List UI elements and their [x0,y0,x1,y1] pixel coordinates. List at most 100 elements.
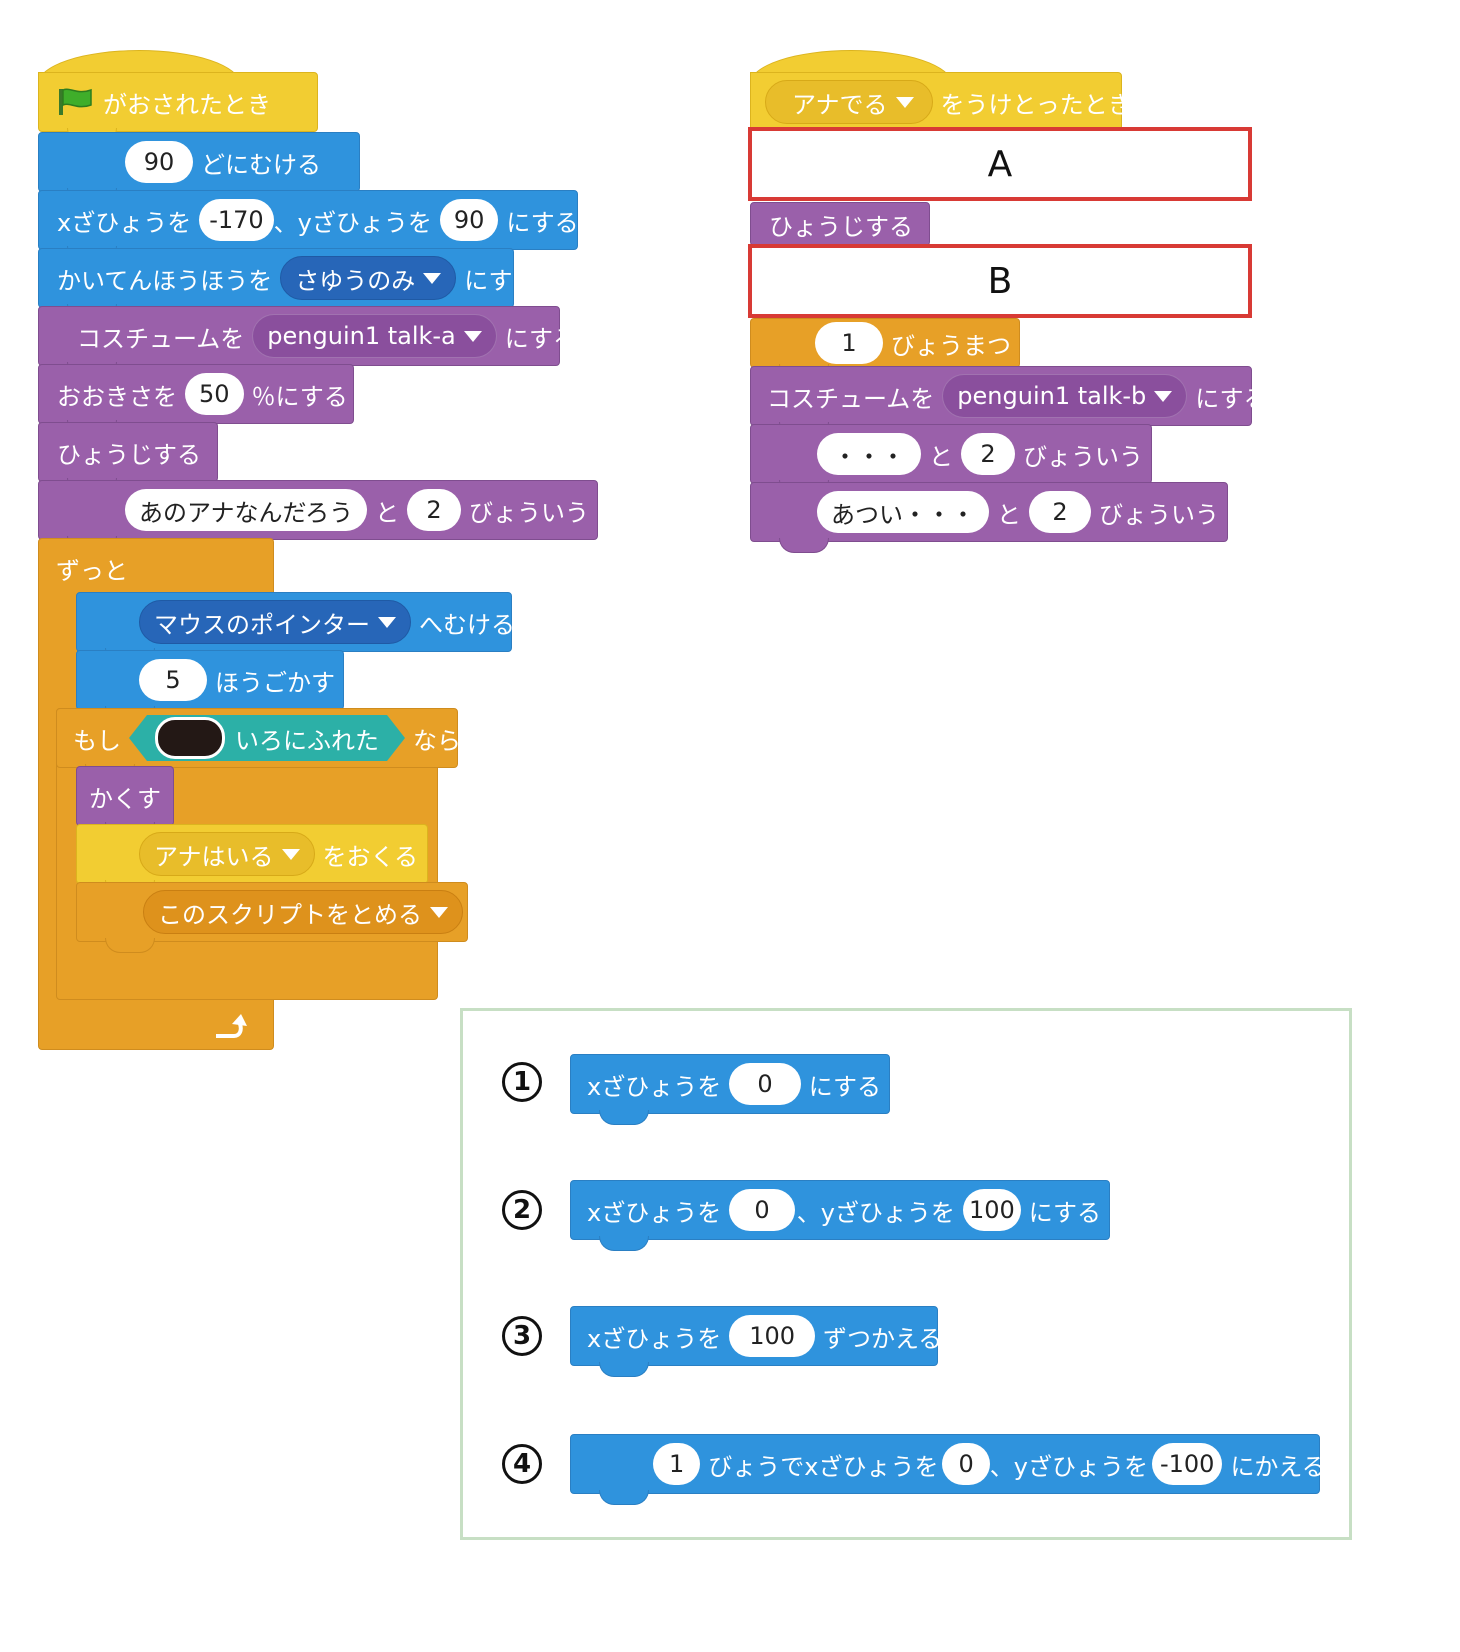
choice-4-input-2[interactable]: -100 [1151,1443,1223,1485]
forever-label: ずっと [56,556,128,585]
show-block-right[interactable]: ひょうじする [750,202,930,246]
say-text-input[interactable]: あのアナなんだろう [125,489,368,531]
choice-1-text-1: にする [808,1072,881,1101]
say1-text-input[interactable]: ・・・ [817,433,921,475]
broadcast-block[interactable]: アナはいる をおくる [76,824,428,895]
touching-color-label: いろにふれた [235,726,379,755]
costume-right-option: penguin1 talk-b [957,382,1147,410]
broadcast-option: アナはいる [154,842,274,871]
go-to-xy-block[interactable]: xざひょうを -170 、yざひょうを 90 にする [38,190,579,261]
rotation-dropdown[interactable]: さゆうのみ [280,256,457,300]
say-for-secs-block[interactable]: あのアナなんだろう と 2 びょういう [38,480,598,551]
choice-4-input-0[interactable]: 1 [653,1443,701,1485]
choice-3-input-0[interactable]: 100 [729,1315,816,1357]
loop-arrow-icon [216,1014,247,1038]
choice-1-input-0[interactable]: 0 [729,1063,801,1105]
say2-text-input[interactable]: あつい・・・ [817,491,989,533]
touching-color-condition[interactable]: いろにふれた [129,715,405,761]
dropdown-caret-icon [463,330,482,342]
when-i-receive-block[interactable]: アナでる をうけとったとき [750,72,1132,132]
choice-4-text-1: 、yざひょうを [989,1452,1148,1481]
say-for-secs-block-1[interactable]: ・・・ と 2 びょういう [750,424,1152,495]
choice-4-input-1[interactable]: 0 [942,1443,990,1485]
dropdown-caret-icon [378,616,396,628]
color-swatch[interactable] [155,717,225,759]
costume-label: コスチュームを [77,324,245,353]
choice-2-text-2: にする [1028,1198,1101,1227]
dropdown-caret-icon [1154,390,1173,402]
broadcast-suffix: をおくる [322,842,419,871]
size-input[interactable]: 50 [185,373,244,415]
rotation-style-block[interactable]: かいてんほうほうを さゆうのみ にする [38,248,537,319]
wait-secs-input[interactable]: 1 [815,322,883,364]
wait-block[interactable]: 1 びょうまつ [750,318,1020,379]
choice-3-text-0: xざひょうを [587,1324,722,1353]
x-input[interactable]: -170 [199,199,274,241]
choice-4-block[interactable]: 1 びょうでxざひょうを 0 、yざひょうを -100 にかえる [570,1434,1326,1505]
broadcast-dropdown[interactable]: アナはいる [139,832,315,876]
costume-right-dropdown[interactable]: penguin1 talk-b [942,374,1188,418]
say-secs-input[interactable]: 2 [407,489,461,531]
show-label: ひょうじする [57,440,201,469]
show-block[interactable]: ひょうじする [38,422,218,493]
choice-2-block[interactable]: xざひょうを 0 、yざひょうを 100 にする [570,1180,1110,1251]
if-prefix: もし [73,726,121,755]
rotation-option: さゆうのみ [295,266,416,295]
forever-header: ずっと [38,538,274,598]
say-mid: と [375,498,400,527]
switch-costume-block[interactable]: コスチュームを penguin1 talk-a にする [38,306,577,377]
slot-a-label: A [987,143,1013,185]
flag-hat-label: がおされたとき [103,90,271,119]
say1-mid: と [929,442,953,471]
steps-input[interactable]: 5 [139,659,207,701]
stop-option: このスクリプトをとめる [158,900,422,929]
answer-slot-a[interactable]: A [748,127,1252,201]
choice-2-text-1: 、yざひょうを [796,1198,955,1227]
point-towards-option: マウスのポインター [154,610,370,639]
wait-label: びょうまつ [891,331,1011,360]
show-right-label: ひょうじする [769,212,913,241]
answer-slot-b[interactable]: B [748,244,1252,318]
rotation-label: かいてんほうほうを [57,266,273,295]
if-header: もし いろにふれた なら [56,708,461,779]
receive-suffix: をうけとったとき [940,90,1132,119]
direction-input[interactable]: 90 [125,141,193,183]
point-towards-block[interactable]: マウスのポインター へむける [76,592,515,663]
hide-block[interactable]: かくす [76,766,174,837]
say1-suffix: びょういう [1023,442,1143,471]
dropdown-caret-icon [281,848,300,860]
stop-dropdown[interactable]: このスクリプトをとめる [143,890,463,934]
when-flag-clicked-block[interactable]: がおされたとき [38,72,318,143]
choices-panel [460,1008,1352,1540]
costume-dropdown[interactable]: penguin1 talk-a [252,314,497,358]
choice-2-input-1[interactable]: 100 [962,1189,1021,1231]
switch-costume-block-right[interactable]: コスチュームを penguin1 talk-b にする [750,366,1268,437]
choice-3-block[interactable]: xざひょうを 100 ずつかえる [570,1306,942,1377]
size-label: おおきさを [57,382,177,411]
rotation-suffix: にする [464,266,537,295]
y-input[interactable]: 90 [439,199,499,241]
move-steps-block[interactable]: 5 ほうごかす [76,650,344,721]
receive-option: アナでる [792,90,888,119]
costume-option: penguin1 talk-a [267,322,456,350]
choice-number-4: 4 [502,1444,542,1484]
point-towards-dropdown[interactable]: マウスのポインター [139,600,411,644]
say2-suffix: びょういう [1099,500,1219,529]
set-size-block[interactable]: おおきさを 50 ％にする [38,364,354,435]
receive-dropdown[interactable]: アナでる [765,80,933,124]
stop-block[interactable]: このスクリプトをとめる [76,882,468,953]
goto-x-label: xざひょうを [57,208,192,237]
choice-1-text-0: xざひょうを [587,1072,722,1101]
say1-secs-input[interactable]: 2 [961,433,1015,475]
say-for-secs-block-2[interactable]: あつい・・・ と 2 びょういう [750,482,1228,553]
choice-2-input-0[interactable]: 0 [729,1189,795,1231]
say2-secs-input[interactable]: 2 [1029,491,1091,533]
choice-number-2: 2 [502,1190,542,1230]
point-in-direction-block[interactable]: 90 どにむける [38,132,360,203]
costume-right-label: コスチュームを [767,384,935,413]
costume-right-suffix: にする [1195,384,1268,413]
costume-suffix: にする [504,324,578,353]
choice-3-text-1: ずつかえる [823,1324,943,1353]
dropdown-caret-icon [895,96,914,108]
choice-1-block[interactable]: xざひょうを 0 にする [570,1054,890,1125]
